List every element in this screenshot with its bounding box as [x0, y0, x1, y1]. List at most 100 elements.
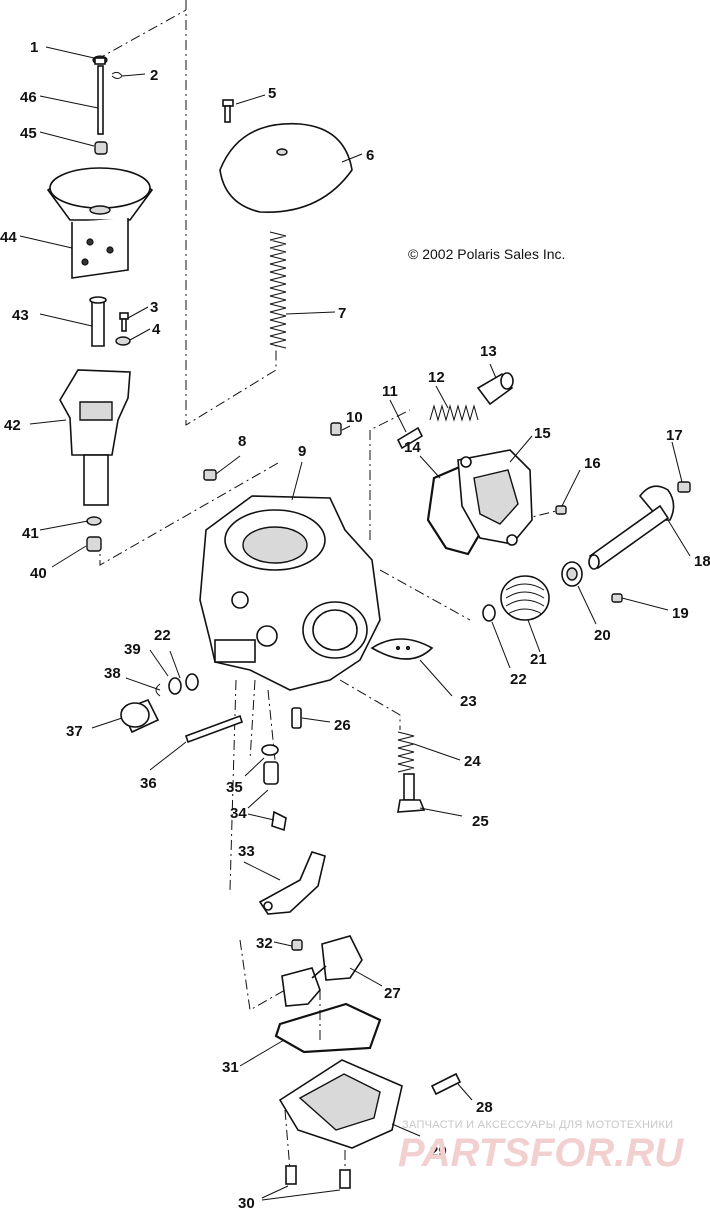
part-43-spring-seat: [89, 296, 107, 347]
callout-4: 4: [152, 321, 161, 338]
callout-15: 15: [534, 425, 551, 442]
copyright-text: © 2002 Polaris Sales Inc.: [408, 246, 565, 262]
part-40-jet: [86, 536, 102, 552]
part-22-washer-left: [185, 673, 199, 691]
callout-21: 21: [530, 651, 547, 668]
callout-22-left: 22: [154, 627, 171, 644]
callout-17: 17: [666, 427, 683, 444]
part-36-rod: [184, 714, 244, 744]
callout-31: 31: [222, 1059, 239, 1076]
callout-36: 36: [140, 775, 157, 792]
part-3-screw: [119, 312, 129, 332]
part-16-screw: [555, 505, 567, 515]
callout-3: 3: [150, 299, 158, 316]
callout-35: 35: [226, 779, 243, 796]
callout-26: 26: [334, 717, 351, 734]
part-42-throttle-body-cover: [59, 369, 131, 506]
part-9-carburetor-body: [199, 495, 381, 691]
watermark-tagline: ЗАПЧАСТИ И АКСЕССУАРЫ ДЛЯ МОТОТЕХНИКИ: [402, 1119, 673, 1131]
leader-lines: [19, 46, 691, 1201]
callout-33: 33: [238, 843, 255, 860]
part-24-spring: [397, 731, 415, 773]
callout-28: 28: [476, 1099, 493, 1116]
callout-44: 44: [0, 229, 17, 246]
callout-34: 34: [230, 805, 247, 822]
part-10-plug: [330, 422, 342, 436]
callout-12: 12: [428, 369, 445, 386]
part-17-screw: [677, 481, 691, 493]
part-25-idle-screw: [397, 773, 426, 813]
callout-1: 1: [30, 39, 38, 56]
callout-40: 40: [30, 565, 47, 582]
part-38-clip: [155, 683, 161, 697]
callout-5: 5: [268, 85, 276, 102]
callout-20: 20: [594, 627, 611, 644]
callout-11: 11: [382, 383, 398, 400]
part-41-o-ring: [86, 516, 102, 526]
part-11-needle-valve: [396, 426, 424, 450]
callout-38: 38: [104, 665, 121, 682]
callout-13: 13: [480, 343, 497, 360]
part-21-return-spring: [500, 575, 550, 621]
part-44-slide-diaphragm: [46, 167, 154, 279]
callout-27: 27: [384, 985, 401, 1002]
callout-labels: 1 2 3 4 5 6 7 8 9 10 11 12 13 14 15 16 1…: [0, 39, 710, 1212]
callout-41: 41: [22, 525, 39, 542]
callout-8: 8: [238, 433, 246, 450]
part-28-drain-screw: [430, 1072, 462, 1096]
callout-29: 29: [430, 1143, 447, 1160]
callout-24: 24: [464, 753, 481, 770]
callout-39: 39: [124, 641, 141, 658]
part-7-spring: [269, 231, 287, 349]
callout-2: 2: [150, 67, 158, 84]
callout-30: 30: [238, 1195, 255, 1211]
part-30-screws: [285, 1165, 351, 1189]
part-13-cap: [476, 372, 514, 406]
part-45-spacer: [94, 141, 108, 155]
callout-25: 25: [472, 813, 489, 830]
part-15-cover: [457, 449, 533, 546]
part-4-washer: [115, 336, 131, 346]
part-32-screw: [291, 939, 303, 951]
callout-23: 23: [460, 693, 477, 710]
part-19-screw: [611, 593, 623, 603]
part-46-needle: [97, 65, 104, 135]
callout-43: 43: [12, 307, 29, 324]
callout-6: 6: [366, 147, 374, 164]
part-23-throttle-plate: [370, 638, 434, 660]
part-6-top-cap: [219, 122, 353, 213]
callout-10: 10: [346, 409, 363, 426]
callout-22-right: 22: [510, 671, 527, 688]
part-20-bushing: [561, 561, 583, 587]
callout-9: 9: [298, 443, 306, 460]
part-39-washer: [168, 677, 182, 695]
callout-42: 42: [4, 417, 21, 434]
watermark: ЗАПЧАСТИ И АКСЕССУАРЫ ДЛЯ МОТОТЕХНИКИ PA…: [398, 1119, 684, 1175]
callout-18: 18: [694, 553, 710, 570]
callout-32: 32: [256, 935, 273, 952]
callout-7: 7: [338, 305, 346, 322]
callout-37: 37: [66, 723, 83, 740]
part-31-bowl-gasket: [274, 1002, 382, 1054]
part-29-float-bowl: [278, 1059, 403, 1149]
part-12-spring: [429, 404, 479, 422]
part-8-screw: [203, 469, 217, 481]
callout-46: 46: [20, 89, 37, 106]
part-18-throttle-shaft: [588, 485, 675, 570]
watermark-logo: PARTSFOR.RU: [398, 1131, 684, 1175]
part-34-main-jet: [263, 761, 287, 832]
part-33-bracket: [258, 851, 326, 915]
callout-16: 16: [584, 455, 601, 472]
part-35-o-ring: [261, 744, 279, 756]
part-2-clip: [111, 71, 123, 79]
part-22-washer-right: [482, 604, 496, 622]
part-37-cap: [120, 698, 160, 734]
part-5-screw: [222, 99, 234, 123]
part-26-pilot-jet: [291, 707, 302, 729]
callout-45: 45: [20, 125, 37, 142]
callout-14: 14: [404, 439, 421, 456]
part-1-cap-nut: [92, 55, 108, 65]
callout-19: 19: [672, 605, 689, 622]
